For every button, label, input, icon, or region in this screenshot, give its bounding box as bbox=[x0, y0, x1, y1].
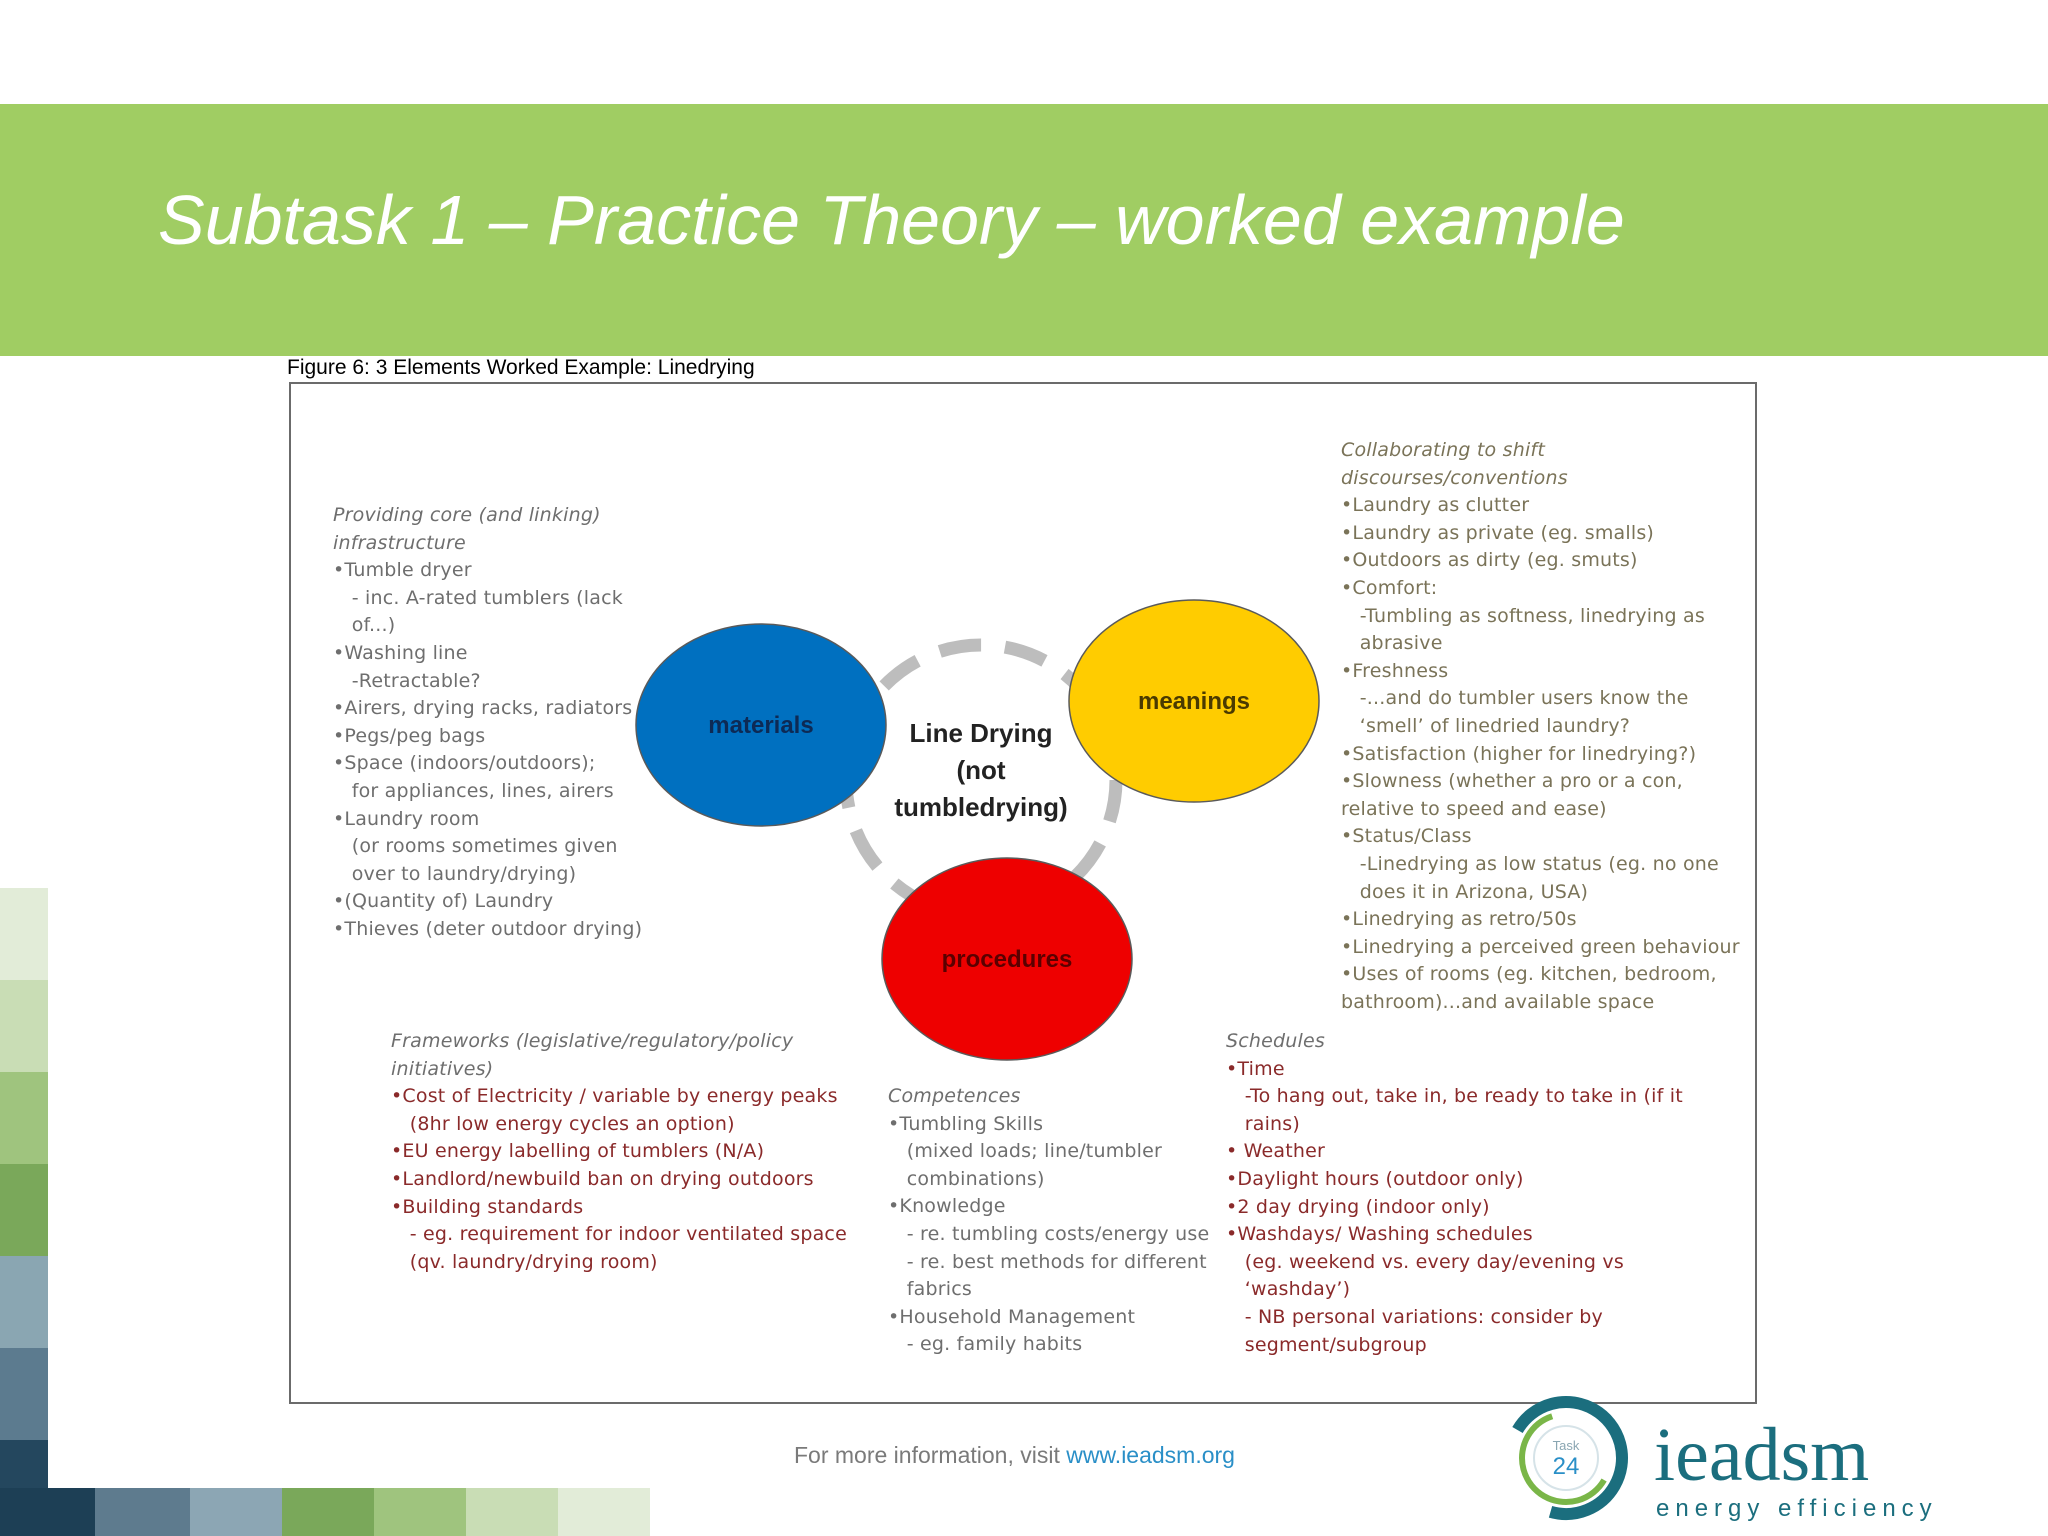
text-line: •2 day drying (indoor only) bbox=[1226, 1195, 1490, 1218]
logo-badge bbox=[1533, 1425, 1599, 1491]
text-line: •Building standards bbox=[391, 1195, 584, 1218]
page-title: Subtask 1 – Practice Theory – worked exa… bbox=[158, 181, 1625, 259]
text-line: of...) bbox=[333, 614, 396, 637]
logo-badge-label: Task bbox=[1553, 1438, 1580, 1453]
text-line: •EU energy labelling of tumblers (N/A) bbox=[391, 1140, 765, 1163]
text-line: •Thieves (deter outdoor drying) bbox=[333, 917, 643, 940]
text-line: (or rooms sometimes given bbox=[333, 835, 618, 858]
procedures-label: procedures bbox=[942, 946, 1073, 973]
text-line: (8hr low energy cycles an option) bbox=[391, 1112, 735, 1135]
text-line: -Retractable? bbox=[333, 669, 481, 692]
competences-text-block: Competences •Tumbling Skills (mixed loads… bbox=[888, 1083, 1209, 1359]
logo-tagline: energy efficiency bbox=[1656, 1495, 1938, 1522]
center-line-1: Line Drying bbox=[909, 718, 1052, 748]
figure-frame: materials meanings procedures Line Dryin… bbox=[289, 382, 1757, 1404]
text-line: - re. tumbling costs/energy use bbox=[888, 1222, 1210, 1245]
text-line: (qv. laundry/drying room) bbox=[391, 1250, 658, 1273]
logo-wordmark: ieadsm bbox=[1654, 1413, 1869, 1497]
text-line: rains) bbox=[1226, 1112, 1301, 1135]
text-line: •Status/Class bbox=[1341, 825, 1472, 848]
footer-text: For more information, visit bbox=[794, 1442, 1067, 1468]
footer-info: For more information, visit www.ieadsm.o… bbox=[794, 1442, 1235, 1469]
text-line: •Cost of Electricity / variable by energ… bbox=[391, 1085, 838, 1108]
text-line: (mixed loads; line/tumbler bbox=[888, 1140, 1163, 1163]
text-line: abrasive bbox=[1341, 632, 1443, 655]
text-line: •Airers, drying racks, radiators bbox=[333, 697, 633, 720]
text-line: •Pegs/peg bags bbox=[333, 724, 486, 747]
text-line: does it in Arizona, USA) bbox=[1341, 880, 1589, 903]
schedules-text-block: Schedules •Time -To hang out, take in, be… bbox=[1226, 1028, 1683, 1359]
text-line: - eg. family habits bbox=[888, 1333, 1083, 1356]
text-line: Frameworks (legislative/regulatory/polic… bbox=[391, 1030, 794, 1052]
text-line: •Linedrying as retro/50s bbox=[1341, 908, 1577, 931]
text-line: -Linedrying as low status (eg. no one bbox=[1341, 852, 1719, 875]
text-line: Providing core (and linking) bbox=[333, 504, 601, 526]
text-line: Collaborating to shift bbox=[1341, 439, 1545, 461]
text-line: bathroom)...and available space bbox=[1341, 990, 1655, 1013]
text-line: •Washdays/ Washing schedules bbox=[1226, 1223, 1533, 1246]
text-line: •Household Management bbox=[888, 1305, 1136, 1328]
logo-badge-number: 24 bbox=[1553, 1453, 1580, 1480]
text-line: •Linedrying a perceived green behaviour bbox=[1341, 935, 1740, 958]
logo-swirl-inner bbox=[1519, 1411, 1613, 1505]
procedures-circle bbox=[881, 857, 1133, 1061]
text-line: •Landlord/newbuild ban on drying outdoor… bbox=[391, 1167, 814, 1190]
text-line: initiatives) bbox=[391, 1057, 494, 1080]
text-line: • Weather bbox=[1226, 1140, 1326, 1163]
text-line: combinations) bbox=[888, 1167, 1045, 1190]
text-line: •Time bbox=[1226, 1057, 1285, 1080]
text-line: discourses/conventions bbox=[1341, 466, 1568, 489]
text-line: •Comfort: bbox=[1341, 576, 1438, 599]
materials-text-block: Providing core (and linking) infrastructu… bbox=[333, 502, 642, 944]
text-line: relative to speed and ease) bbox=[1341, 797, 1607, 820]
title-banner bbox=[0, 104, 2048, 356]
materials-label: materials bbox=[708, 712, 813, 739]
text-line: -Tumbling as softness, linedrying as bbox=[1341, 604, 1705, 627]
text-line: fabrics bbox=[888, 1278, 972, 1301]
text-line: •Laundry as private (eg. smalls) bbox=[1341, 521, 1655, 544]
materials-circle bbox=[635, 623, 887, 827]
text-line: -To hang out, take in, be ready to take … bbox=[1226, 1085, 1683, 1108]
meanings-text-block: Collaborating to shift discourses/convent… bbox=[1341, 437, 1740, 1016]
text-line: -...and do tumbler users know the bbox=[1341, 687, 1689, 710]
text-line: •Outdoors as dirty (eg. smuts) bbox=[1341, 549, 1638, 572]
three-elements-diagram: materials meanings procedures Line Dryin… bbox=[635, 599, 1320, 1061]
text-line: ‘smell’ of linedried laundry? bbox=[1341, 714, 1631, 737]
text-line: Schedules bbox=[1226, 1030, 1326, 1052]
text-line: - re. best methods for different bbox=[888, 1250, 1207, 1273]
text-line: •Satisfaction (higher for linedrying?) bbox=[1341, 742, 1697, 765]
meanings-label: meanings bbox=[1138, 688, 1250, 715]
text-line: •Laundry room bbox=[333, 807, 480, 830]
frameworks-text-block: Frameworks (legislative/regulatory/polic… bbox=[391, 1028, 847, 1276]
text-line: infrastructure bbox=[333, 531, 466, 554]
text-line: •Uses of rooms (eg. kitchen, bedroom, bbox=[1341, 963, 1717, 986]
text-line: •Slowness (whether a pro or a con, bbox=[1341, 770, 1683, 793]
center-line-3: tumbledrying) bbox=[894, 792, 1067, 822]
text-line: •Daylight hours (outdoor only) bbox=[1226, 1167, 1524, 1190]
text-line: - eg. requirement for indoor ventilated … bbox=[391, 1223, 847, 1246]
figure-caption: Figure 6: 3 Elements Worked Example: Lin… bbox=[287, 356, 755, 379]
text-line: for appliances, lines, airers bbox=[333, 779, 614, 802]
text-line: •Tumble dryer bbox=[333, 559, 472, 582]
text-line: •Washing line bbox=[333, 641, 468, 664]
footer-link[interactable]: www.ieadsm.org bbox=[1066, 1442, 1235, 1468]
center-line-2: (not bbox=[956, 755, 1005, 785]
text-line: segment/subgroup bbox=[1226, 1333, 1427, 1356]
text-line: over to laundry/drying) bbox=[333, 862, 577, 885]
text-line: •(Quantity of) Laundry bbox=[333, 890, 554, 913]
text-line: Competences bbox=[888, 1085, 1021, 1107]
text-line: ‘washday’) bbox=[1226, 1278, 1351, 1301]
text-line: •Laundry as clutter bbox=[1341, 494, 1530, 517]
text-line: •Space (indoors/outdoors); bbox=[333, 752, 596, 775]
text-line: •Freshness bbox=[1341, 659, 1449, 682]
text-line: •Knowledge bbox=[888, 1195, 1006, 1218]
text-line: - inc. A-rated tumblers (lack bbox=[333, 586, 623, 609]
text-line: •Tumbling Skills bbox=[888, 1112, 1044, 1135]
ieadsm-logo: Task 24 ieadsm energy efficiency bbox=[1504, 1396, 1938, 1522]
text-line: - NB personal variations: consider by bbox=[1226, 1305, 1603, 1328]
meanings-circle bbox=[1068, 599, 1320, 803]
text-line: (eg. weekend vs. every day/evening vs bbox=[1226, 1250, 1624, 1273]
